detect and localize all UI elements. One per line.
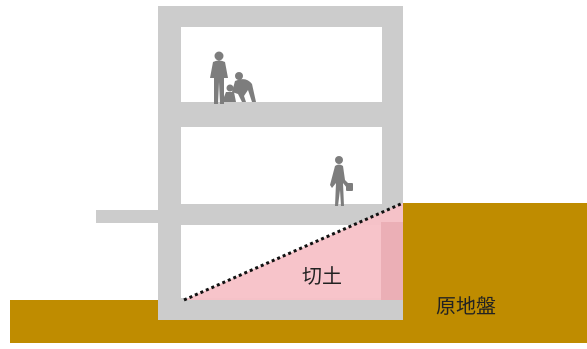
cut-soil-shade bbox=[381, 222, 403, 300]
floor-3-room bbox=[181, 27, 382, 102]
cut-soil-area bbox=[184, 203, 403, 300]
original-ground-label: 原地盤 bbox=[436, 294, 496, 318]
people-figures-icon bbox=[210, 51, 256, 104]
cut-soil-label: 切土 bbox=[302, 264, 342, 288]
floor-2-room bbox=[181, 127, 382, 204]
person-figure-icon bbox=[330, 156, 353, 206]
original-ground bbox=[10, 203, 587, 343]
cantilever-slab bbox=[96, 210, 160, 223]
cut-line bbox=[183, 201, 404, 302]
